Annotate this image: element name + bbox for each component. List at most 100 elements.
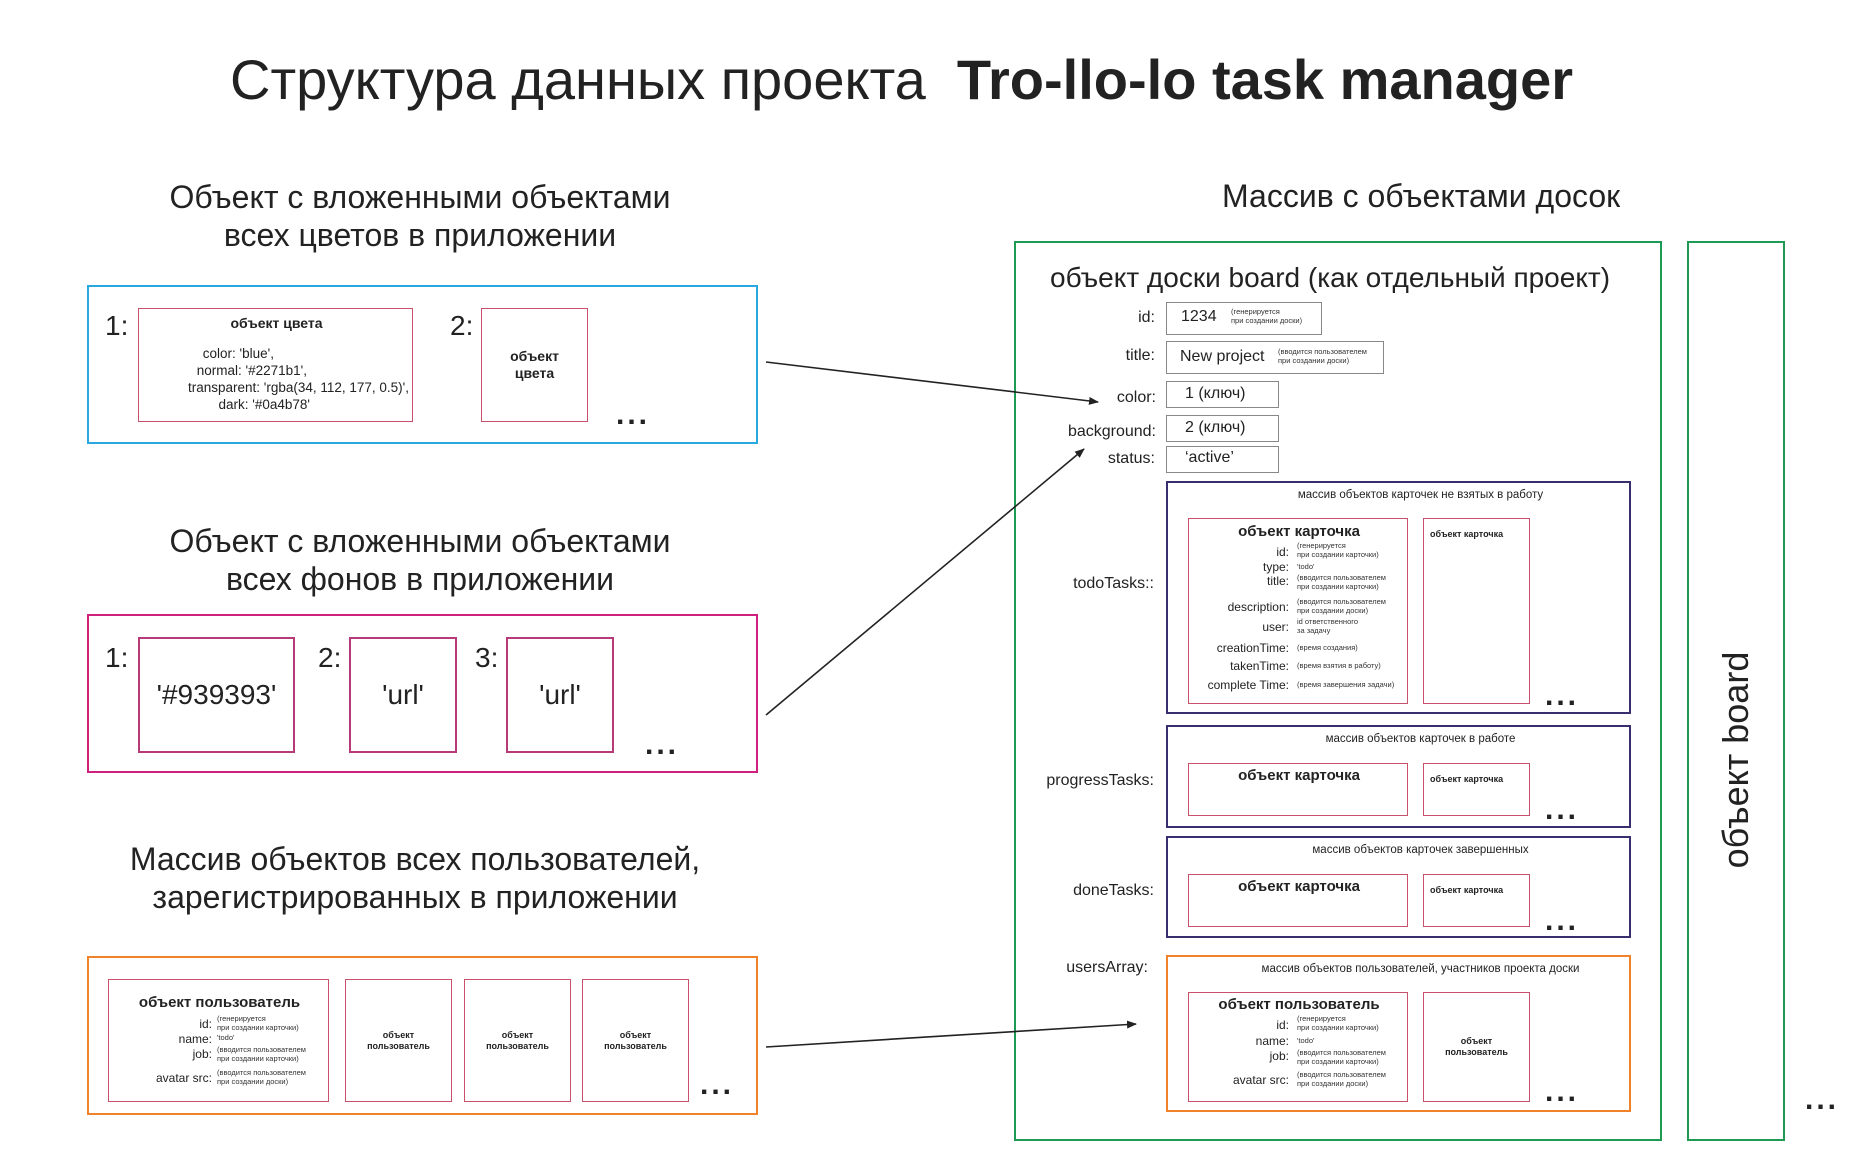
todo-card-title: объект карточка <box>1238 523 1360 540</box>
board-id-field: 1234 (генерируется при создании доски) <box>1166 302 1322 335</box>
card-field-complete-time-label: complete Time: <box>1207 678 1289 692</box>
users-array-ellipsis: ... <box>1545 1075 1580 1108</box>
color-object-1-fields: color: 'blue', normal: '#2271b1', transp… <box>188 345 409 413</box>
board-user-object-2: объект пользователь <box>1423 992 1530 1102</box>
users-ellipsis: ... <box>700 1068 735 1101</box>
color-field-normal: normal: '#2271b1', <box>196 363 307 378</box>
background-object-3-value: 'url' <box>539 679 581 710</box>
user-object-2-line1: объект <box>382 1029 415 1040</box>
color-field-dark: dark: '#0a4b78' <box>218 397 310 412</box>
progress-card-object-2-title: объект карточка <box>1430 774 1504 784</box>
progress-tasks-ellipsis: ... <box>1545 793 1580 826</box>
card-field-id-note1: (генерируется <box>1297 541 1346 550</box>
board-user-field-avatar-label: avatar src: <box>1232 1073 1289 1087</box>
board-title-note2: при создании доски) <box>1278 356 1350 365</box>
progress-card-title: объект карточка <box>1238 767 1360 784</box>
color-object-2-title: объект цвета <box>510 348 559 381</box>
color-object-2: объект цвета <box>481 308 588 422</box>
done-tasks-container: массив объектов карточек завершенных объ… <box>1166 836 1631 938</box>
board-title-value: New project <box>1180 348 1265 365</box>
background-item2-number: 2: <box>318 642 342 673</box>
color-field-transparent: transparent: 'rgba(34, 112, 177, 0.5)', <box>187 380 409 395</box>
todo-card-object: объект карточка id: (генерируется при со… <box>1188 518 1408 704</box>
card-field-description-label: description: <box>1227 600 1289 614</box>
user-field-name-note1: 'todo' <box>217 1033 235 1042</box>
board-color-field: 1 (ключ) <box>1166 381 1279 408</box>
card-field-description-note1: (вводится пользователем <box>1297 597 1386 606</box>
users-array-container: массив объектов пользователей, участнико… <box>1166 955 1631 1112</box>
page-title-part1: Структура данных проекта <box>230 48 926 111</box>
board-user-field-job-note1: (вводится пользователем <box>1297 1048 1386 1057</box>
board-object-2-container <box>1687 241 1785 1141</box>
user-field-job-note2: при создании карточки) <box>217 1054 299 1063</box>
board-object-title: объект доски board (как отдельный проект… <box>1050 262 1611 293</box>
page-title-part2: Tro-llo-lo task manager <box>956 48 1574 111</box>
card-field-title-note1: (вводится пользователем <box>1297 573 1386 582</box>
user-object-4-line1: объект <box>619 1029 652 1040</box>
boards-heading: Массив с объектами досок <box>1222 178 1621 214</box>
card-field-type-note1: 'todo' <box>1297 562 1315 571</box>
users-array-caption: массив объектов пользователей, участнико… <box>1261 963 1580 975</box>
card-field-complete-time-note1: (время завершения задачи) <box>1297 680 1395 689</box>
users-array-label: usersArray: <box>1066 959 1148 976</box>
board-user-title: объект пользователь <box>1218 996 1380 1013</box>
progress-tasks-label: progressTasks: <box>1046 772 1154 789</box>
board-user-field-job-label: job: <box>1269 1049 1289 1063</box>
user-field-id-label: id: <box>199 1017 212 1031</box>
board-id-note1: (генерируется <box>1231 307 1280 316</box>
progress-card-object: объект карточка <box>1188 763 1408 816</box>
done-card-object: объект карточка <box>1188 874 1408 927</box>
user-object-3-line1: объект <box>501 1029 534 1040</box>
user-field-avatar-note1: (вводится пользователем <box>217 1068 306 1077</box>
board-background-field: 2 (ключ) <box>1166 415 1279 442</box>
user-field-id-note1: (генерируется <box>217 1014 266 1023</box>
color-object-1-title: объект цвета <box>230 315 323 331</box>
done-tasks-caption: массив объектов карточек завершенных <box>1312 844 1529 856</box>
todo-tasks-container: массив объектов карточек не взятых в раб… <box>1166 481 1631 714</box>
users-container <box>87 956 758 1115</box>
color-field-color: color: 'blue', <box>202 346 274 361</box>
background-object-1: '#939393' <box>138 637 295 753</box>
board-color-label: color: <box>1116 389 1156 406</box>
board-title-label: title: <box>1125 347 1155 364</box>
user-object-2: объект пользователь <box>345 979 452 1102</box>
card-field-user-note1: id ответственного <box>1297 617 1358 626</box>
progress-card-object-2: объект карточка <box>1423 763 1530 816</box>
card-field-id-note2: при создании карточки) <box>1297 550 1379 559</box>
card-field-title-note2: при создании карточки) <box>1297 582 1379 591</box>
board-id-value: 1234 <box>1181 308 1217 325</box>
done-card-object-2-title: объект карточка <box>1430 885 1504 895</box>
board-user-object: объект пользователь id: (генерируется пр… <box>1188 992 1408 1102</box>
backgrounds-heading-line1: Объект с вложенными объектами <box>169 523 671 559</box>
background-item1-number: 1: <box>105 642 129 673</box>
card-field-taken-time-note1: (время взятия в работу) <box>1297 661 1381 670</box>
board-user-field-job-note2: при создании карточки) <box>1297 1057 1379 1066</box>
board-user-field-avatar-note2: при создании доски) <box>1297 1079 1369 1088</box>
board-background-label: background: <box>1067 423 1156 440</box>
user-object-4: объект пользователь <box>582 979 689 1102</box>
board-title-note1: (вводится пользователем <box>1278 347 1367 356</box>
card-field-user-note2: за задачу <box>1297 626 1331 635</box>
colors-heading: Объект с вложенными объектами всех цвето… <box>85 178 755 254</box>
progress-tasks-container: массив объектов карточек в работе объект… <box>1166 725 1631 828</box>
board-user-field-name-label: name: <box>1255 1034 1289 1048</box>
background-object-1-value: '#939393' <box>156 679 277 710</box>
board-status-label: status: <box>1107 450 1155 467</box>
card-field-id-label: id: <box>1276 545 1289 559</box>
card-field-title-label: title: <box>1266 574 1289 588</box>
arrow-colors-to-board-color <box>765 361 1099 405</box>
board-user-object-2-line1: объект <box>1460 1036 1493 1046</box>
user-object-3-line2: пользователь <box>486 1040 549 1051</box>
todo-tasks-label: todoTasks:: <box>1073 575 1154 592</box>
color-item2-number: 2: <box>450 310 474 341</box>
board-status-field: ‘active’ <box>1166 446 1279 473</box>
arrow-users-to-board-users-array <box>765 1020 1137 1048</box>
card-field-type-label: type: <box>1262 560 1289 574</box>
board-user-field-id-note1: (генерируется <box>1297 1014 1346 1023</box>
boards-ellipsis: ... <box>1805 1083 1840 1116</box>
colors-container <box>87 285 758 444</box>
background-object-2-value: 'url' <box>382 679 424 710</box>
done-tasks-label: doneTasks: <box>1073 882 1154 899</box>
todo-tasks-caption: массив объектов карточек не взятых в раб… <box>1297 489 1544 501</box>
board-id-note2: при создании доски) <box>1231 316 1303 325</box>
